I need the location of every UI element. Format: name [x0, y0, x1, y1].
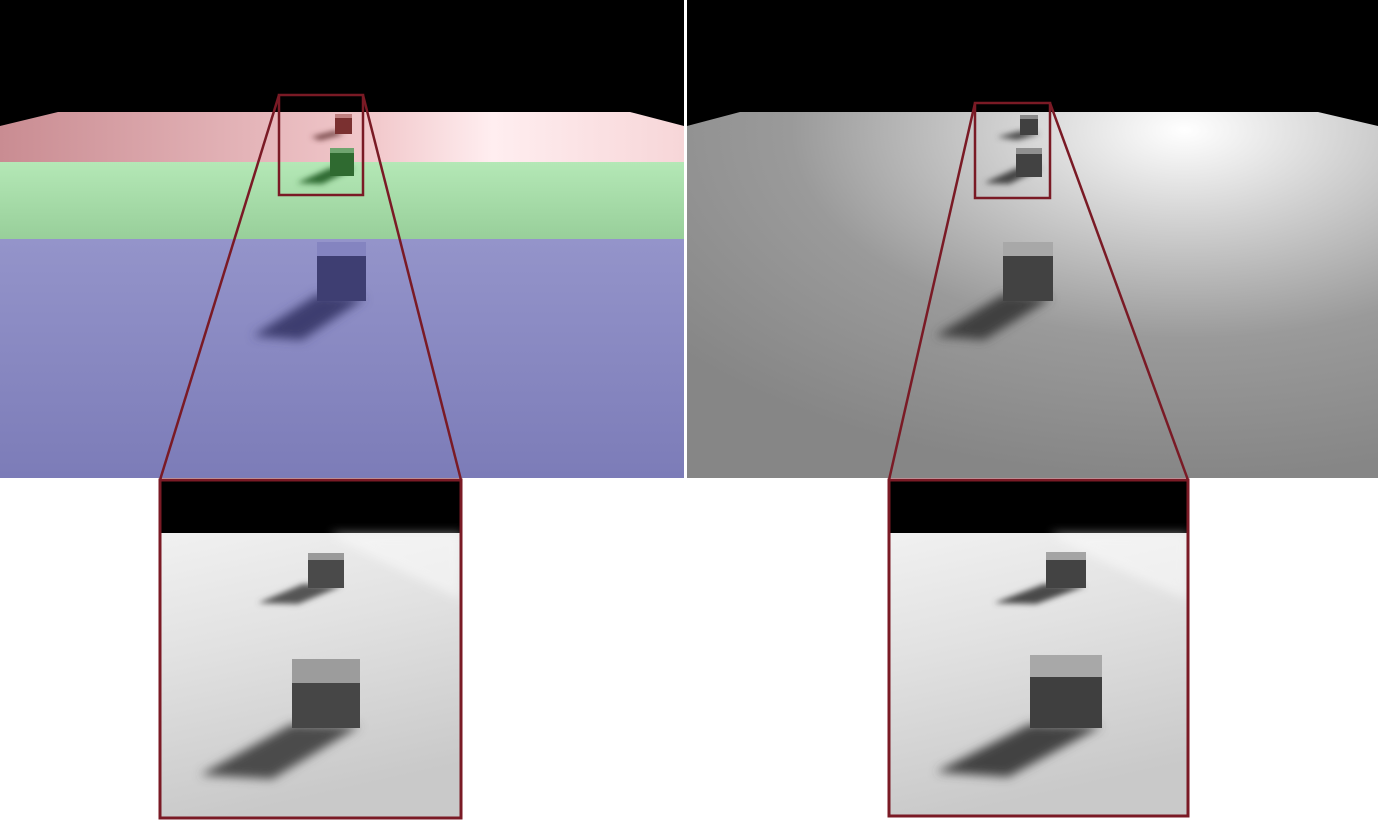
right-near-cube-shadow	[935, 294, 1052, 340]
left-floor-red-cascade	[0, 112, 684, 162]
right-inset-near-cube-shadow	[936, 724, 1102, 777]
right-inset-far-cube	[1046, 559, 1086, 588]
left-far-cube	[335, 116, 352, 134]
left-near-cube-shadow	[253, 294, 365, 340]
right-highlight-box	[973, 101, 1052, 200]
left-highlight-box	[277, 93, 365, 197]
left-zoom-inset	[158, 478, 463, 820]
right-far-cube	[1020, 117, 1038, 135]
left-mid-cube	[330, 150, 354, 176]
right-scene	[687, 0, 1378, 481]
left-inset-near-cube	[292, 682, 360, 728]
right-zoom-inset-frame	[887, 478, 1190, 818]
right-near-cube	[1003, 255, 1053, 301]
left-zoom-inset-frame	[158, 478, 463, 820]
left-inset-far-cube	[308, 559, 344, 588]
left-near-cube	[317, 255, 366, 301]
panel-divider	[684, 0, 687, 478]
right-inset-near-cube	[1030, 676, 1102, 728]
right-zoom-inset	[887, 478, 1190, 818]
left-scene	[0, 0, 684, 481]
right-mid-cube	[1016, 153, 1042, 177]
left-inset-near-cube-shadow	[200, 724, 360, 779]
left-inset-far-cube-shadow	[258, 584, 342, 604]
right-inset-far-cube-shadow	[994, 584, 1086, 604]
